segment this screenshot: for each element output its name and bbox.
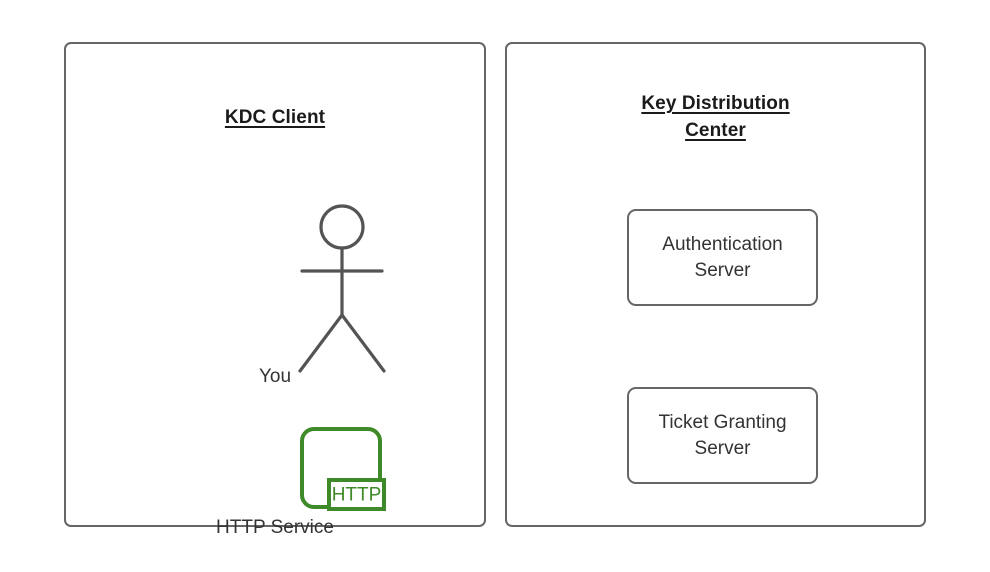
stick-figure-icon [276,199,406,379]
panel-key-distribution-center[interactable]: Key Distribution Center Authentication S… [505,42,926,527]
authentication-server-box[interactable]: Authentication Server [627,209,818,306]
ticket-granting-server-box[interactable]: Ticket Granting Server [627,387,818,484]
panel-kdc-client-title-text: KDC Client [224,107,326,128]
ticket-granting-server-label: Ticket Granting Server [658,411,787,459]
http-badge-text: HTTP [332,485,382,506]
actor-you-label: You [258,366,292,387]
panel-kdc-client-title: KDC Client [66,104,484,131]
panel-kdc-client[interactable]: KDC Client You HTTP HTTP Ser [64,42,486,538]
http-service-icon[interactable]: HTTP [298,425,388,515]
authentication-server-label: Authentication Server [662,233,783,281]
panel-kdc-title: Key Distribution Center [507,90,924,144]
http-service-label: HTTP Service [216,517,334,538]
panel-kdc-title-text: Key Distribution Center [641,93,790,141]
